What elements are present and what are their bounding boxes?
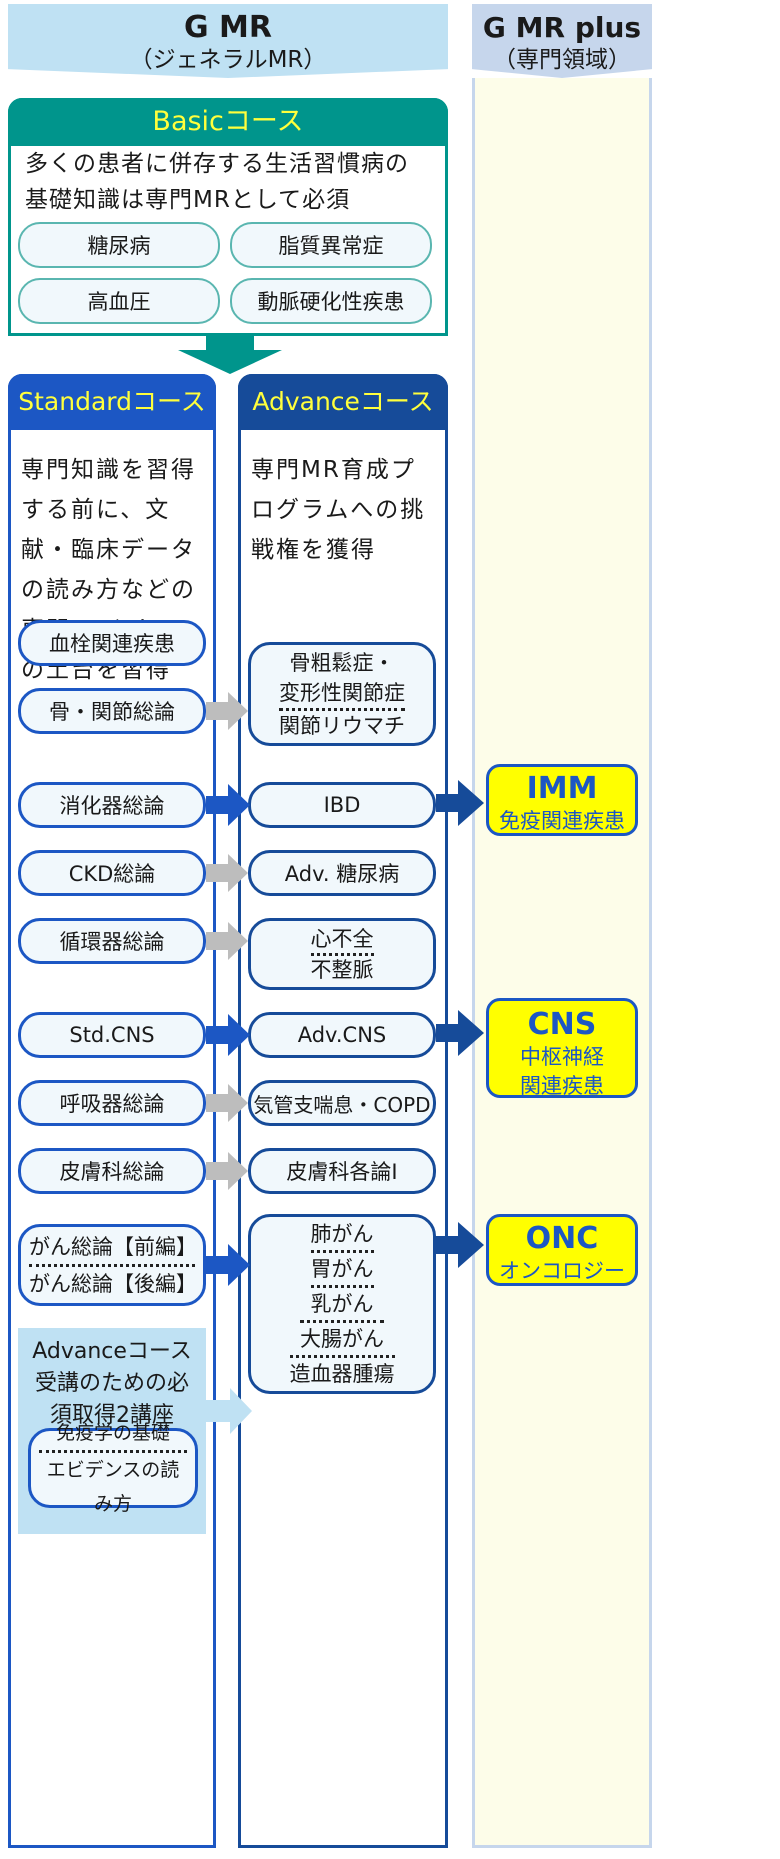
adv-heart-failure: 心不全 <box>310 926 374 951</box>
adv-item-cns: Adv.CNS <box>248 1012 436 1058</box>
adv-bone-line3: 関節リウマチ <box>279 707 405 741</box>
basic-item-dyslipidemia: 脂質異常症 <box>230 222 432 268</box>
plus-onc-subtitle: オンコロジー <box>499 1259 625 1283</box>
advance-course-desc: 専門MR育成プログラムへの挑戦権を獲得 <box>251 457 426 563</box>
gmr-plus-header: G MR plus （専門領域） <box>472 4 652 78</box>
gmr-header: G MR （ジェネラルMR） <box>8 4 448 78</box>
std-item-bone: 骨・関節総論 <box>18 688 206 734</box>
plus-cns-box: CNS 中枢神経 関連疾患 <box>486 998 638 1098</box>
plus-imm-subtitle: 免疫関連疾患 <box>499 809 625 833</box>
std-item-circulatory: 循環器総論 <box>18 918 206 964</box>
standard-course-title: Standardコース <box>8 374 216 430</box>
required-immunology: 免疫学の基礎 <box>55 1421 170 1444</box>
basic-course-title: Basicコース <box>8 98 448 146</box>
adv-arrhythmia: 不整脈 <box>310 952 374 984</box>
adv-breast-cancer: 乳がん <box>310 1285 374 1320</box>
plus-cns-title: CNS <box>527 1007 597 1042</box>
adv-gastric-cancer: 胃がん <box>310 1250 374 1285</box>
std-cancer-part1: がん総論【前編】 <box>29 1234 197 1259</box>
adv-colorectal-cancer: 大腸がん <box>300 1320 384 1355</box>
plus-onc-box: ONC オンコロジー <box>486 1214 638 1286</box>
std-item-digestive: 消化器総論 <box>18 782 206 828</box>
adv-item-heart: 心不全 不整脈 <box>248 918 436 990</box>
std-item-cancer: がん総論【前編】 がん総論【後編】 <box>18 1224 206 1306</box>
adv-item-bone: 骨粗鬆症・ 変形性関節症 関節リウマチ <box>248 642 436 746</box>
required-evidence-reading: エビデンスの読み方 <box>39 1449 187 1521</box>
std-item-ckd: CKD総論 <box>18 850 206 896</box>
adv-item-ibd: IBD <box>248 782 436 828</box>
adv-hematologic-tumor: 造血器腫瘍 <box>289 1355 395 1390</box>
adv-item-dermatology: 皮膚科各論Ⅰ <box>248 1148 436 1194</box>
adv-bone-line1: 骨粗鬆症・ <box>289 650 395 675</box>
gmr-subtitle: （ジェネラルMR） <box>129 47 327 73</box>
advance-course-title: Advanceコース <box>238 374 448 430</box>
std-cancer-part2: がん総論【後編】 <box>29 1263 197 1301</box>
basic-down-arrow <box>178 336 282 374</box>
gmr-plus-subtitle: （専門領域） <box>493 47 631 73</box>
plus-onc-title: ONC <box>525 1221 599 1256</box>
plus-cns-subtitle: 中枢神経 関連疾患 <box>520 1045 604 1098</box>
adv-bone-line2: 変形性関節症 <box>279 680 405 705</box>
basic-item-hypertension: 高血圧 <box>18 278 220 324</box>
gmr-plus-title: G MR plus <box>482 11 642 44</box>
adv-item-respiratory: 気管支喘息・COPD <box>248 1080 436 1126</box>
required-courses-items: 免疫学の基礎 エビデンスの読み方 <box>28 1422 198 1515</box>
std-item-thrombosis: 血栓関連疾患 <box>18 620 206 666</box>
adv-item-diabetes: Adv. 糖尿病 <box>248 850 436 896</box>
std-item-dermatology: 皮膚科総論 <box>18 1148 206 1194</box>
std-item-respiratory: 呼吸器総論 <box>18 1080 206 1126</box>
plus-imm-title: IMM <box>526 771 598 806</box>
adv-lung-cancer: 肺がん <box>310 1222 374 1246</box>
adv-item-cancer: 肺がん 胃がん 乳がん 大腸がん 造血器腫瘍 <box>248 1214 436 1394</box>
plus-imm-box: IMM 免疫関連疾患 <box>486 764 638 836</box>
basic-course-desc: 多くの患者に併存する生活習慣病の基礎知識は専門MRとして必須 <box>25 151 409 213</box>
basic-item-diabetes: 糖尿病 <box>18 222 220 268</box>
gmr-title: G MR <box>183 10 273 45</box>
basic-item-atherosclerosis: 動脈硬化性疾患 <box>230 278 432 324</box>
gmr-plus-column <box>472 78 652 1848</box>
std-item-cns: Std.CNS <box>18 1012 206 1058</box>
required-courses-title: Advanceコース受講のための必須取得2講座 <box>32 1339 192 1428</box>
